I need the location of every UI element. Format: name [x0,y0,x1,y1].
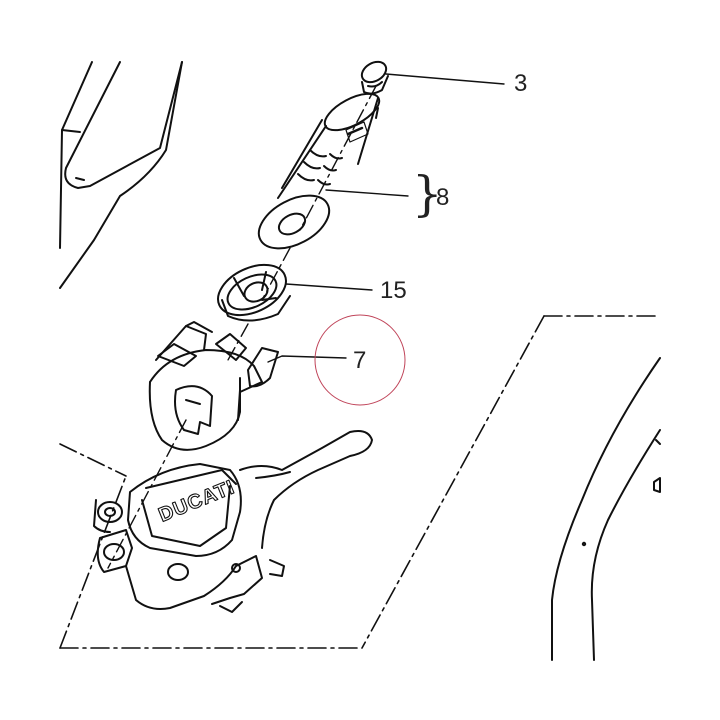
bar-end-cap [360,60,389,95]
fairing-panel-right [551,357,661,661]
callout-7: 7 [353,347,367,374]
assembly-boundary-right [59,315,661,649]
callout-8-brace: } [412,166,443,222]
fairing-panel-left [59,61,183,289]
leader-lines [267,73,505,363]
switch-housing [148,321,279,451]
spacer-ring [217,263,291,322]
callout-highlight-circle [314,314,406,406]
brake-master-cylinder [93,430,373,613]
callout-15: 15 [380,277,407,304]
callout-3: 3 [514,70,528,97]
handgrip [257,92,381,250]
callout-8: 8 [436,184,450,211]
